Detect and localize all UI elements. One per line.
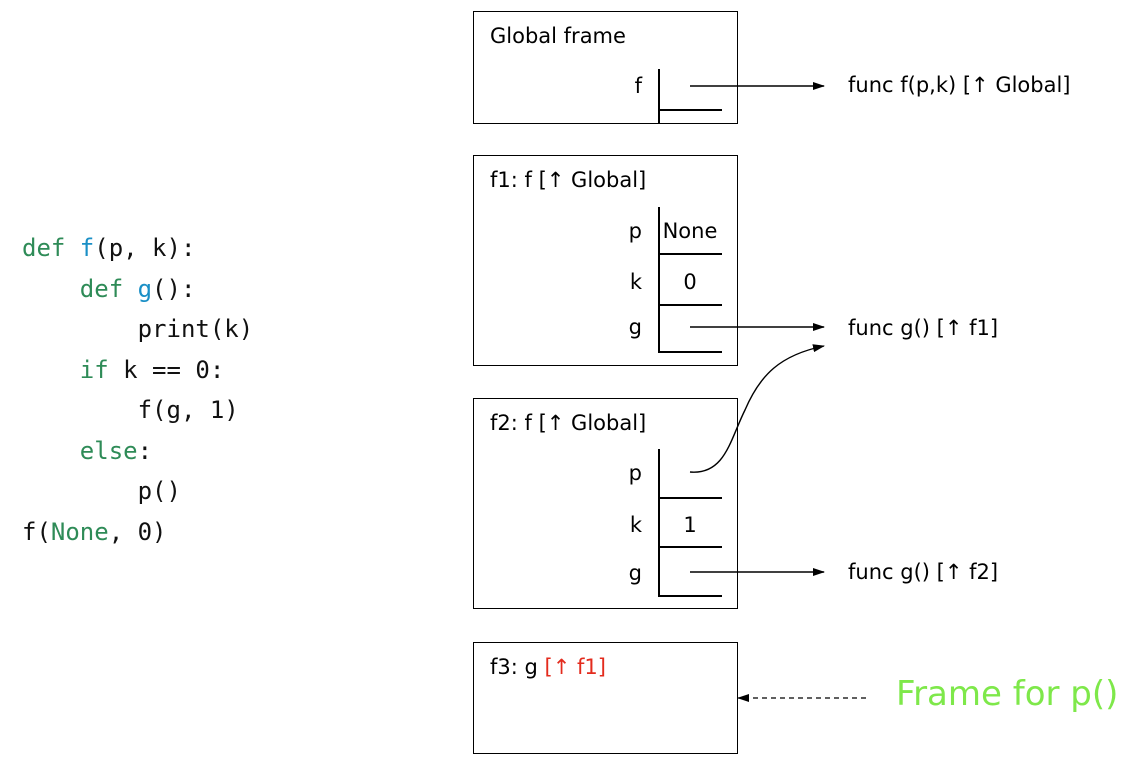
func-f-object: func f(p,k) [↑ Global] [848,73,1071,97]
code-line: if k == 0: [22,350,253,391]
code-keyword: None [50,517,109,546]
f1-var-k: k [629,270,642,294]
code-token: f( [22,517,51,546]
f2-frame: f2: f [↑ Global] p k 1 g [473,398,738,609]
f2-slot-divider [658,449,660,597]
code-keyword: def [22,234,80,262]
f3-title-main: f3: g [490,655,545,679]
code-token: (): [152,274,196,303]
code-token: , 0) [108,517,167,546]
frame-for-p-annotation: Frame for p() [896,674,1119,714]
f1-slot-underline-g [658,351,722,353]
f3-title-parent: [↑ f1] [544,655,606,679]
f1-slot-divider [658,207,660,353]
f1-var-p: p [628,219,642,243]
code-line: def f(p, k): [22,228,253,269]
f3-frame-title: f3: g [↑ f1] [490,655,606,679]
f1-frame-title: f1: f [↑ Global] [490,168,646,192]
f1-var-g: g [628,315,642,339]
code-line: f(None, 0) [22,512,253,553]
code-token: : [137,436,153,465]
global-var-f: f [634,74,642,98]
code-token: print(k) [22,315,254,343]
f2-val-k: 1 [683,513,697,537]
code-line: p() [22,471,253,512]
f2-title-parent: [↑ Global] [538,411,647,435]
code-keyword: if [22,355,124,384]
f2-var-k: k [629,513,642,537]
f1-frame: f1: f [↑ Global] p None k 0 g [473,155,738,366]
f1-title-parent: [↑ Global] [538,168,647,192]
code-token: p() [22,477,181,505]
f1-val-p: None [662,219,718,243]
global-slot-underline [658,109,722,111]
code-token: (p, k): [94,234,196,262]
f2-frame-title: f2: f [↑ Global] [490,411,646,435]
f2-title-main: f2: f [490,411,539,435]
code-line: else: [22,431,253,472]
global-frame: Global frame f [473,11,738,124]
f3-frame: f3: g [↑ f1] [473,642,738,754]
code-keyword: else [22,436,138,465]
code-function-name: f [79,234,95,262]
arrow-f2-p-to-func-g-f1 [689,344,825,473]
code-line: print(k) [22,309,254,350]
code-keyword: def [22,274,138,303]
f2-slot-underline-k [658,546,722,548]
f2-slot-underline-p [658,497,722,499]
f2-var-p: p [628,461,642,485]
f2-var-g: g [628,561,642,585]
f1-slot-underline-k [658,304,722,306]
func-g-f2-object: func g() [↑ f2] [848,560,999,584]
f2-slot-underline-g [658,595,722,597]
code-line: f(g, 1) [22,390,253,431]
code-function-name: g [137,274,153,303]
code-token: f(g, 1) [22,396,239,424]
code-token: k == 0: [123,355,225,384]
global-frame-title: Global frame [490,24,626,48]
code-listing: def f(p, k): def g(): print(k) if k == 0… [22,228,253,552]
f1-val-k: 0 [683,270,697,294]
func-g-f1-object: func g() [↑ f1] [848,316,999,340]
f1-slot-underline-p [658,253,722,255]
code-line: def g(): [22,269,253,310]
f1-title-main: f1: f [490,168,539,192]
global-slot-divider [658,69,660,123]
